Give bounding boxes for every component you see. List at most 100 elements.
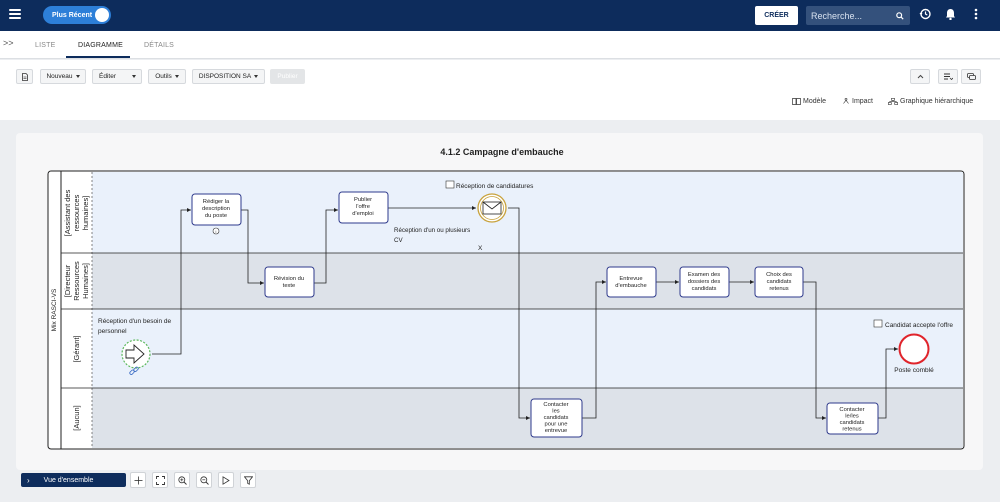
move-button[interactable]	[130, 472, 146, 488]
overview-button[interactable]: › Vue d'ensemble	[21, 473, 126, 487]
disposition-dropdown[interactable]: DISPOSITION SA	[192, 69, 265, 84]
tab-details[interactable]: DÉTAILS	[144, 42, 175, 49]
filter-icon	[243, 475, 253, 485]
expand-panel-icon[interactable]: >>	[3, 38, 14, 48]
comments-icon	[966, 72, 976, 80]
graphique-link[interactable]: Graphique hiérarchique	[888, 98, 973, 105]
tab-liste[interactable]: LISTE	[35, 42, 56, 49]
outils-dropdown[interactable]: Outils	[148, 69, 186, 84]
zoom-in-button[interactable]	[174, 472, 190, 488]
bell-icon[interactable]	[945, 8, 956, 20]
search-icon[interactable]	[896, 12, 904, 20]
create-button[interactable]: CRÉER	[755, 6, 798, 25]
lane-label-assistant: [Assistant desressourceshumaines]	[63, 189, 90, 236]
overview-label: Vue d'ensemble	[43, 476, 94, 484]
hierarchy-icon	[888, 98, 898, 105]
annotation-icon	[445, 180, 455, 189]
comments-button[interactable]	[961, 69, 981, 84]
editer-label: Éditer	[99, 73, 116, 80]
impact-link[interactable]: Impact	[842, 98, 873, 105]
fit-screen-button[interactable]	[152, 472, 168, 488]
link-icon[interactable]	[129, 366, 139, 375]
collapse-button[interactable]	[910, 69, 930, 84]
nouveau-dropdown[interactable]: Nouveau	[40, 69, 86, 84]
history-icon[interactable]	[919, 8, 931, 20]
lane-label-gerant: [Gérant]	[72, 335, 81, 362]
editer-dropdown[interactable]: Éditer	[92, 69, 142, 84]
search-input[interactable]	[806, 6, 910, 25]
end-event-label: Poste comblé	[894, 367, 934, 374]
chevron-right-icon: ›	[27, 475, 30, 485]
end-annotation: Candidat accepte l'offre	[873, 319, 953, 329]
chevron-down-icon	[254, 75, 259, 78]
menu-icon[interactable]	[9, 9, 21, 21]
annotation-icon	[873, 319, 883, 328]
end-annotation-label: Candidat accepte l'offre	[885, 322, 953, 329]
play-button[interactable]	[218, 472, 234, 488]
recent-toggle-label: Plus Récent	[52, 11, 93, 19]
nouveau-label: Nouveau	[46, 73, 73, 80]
diagram-canvas[interactable]: 4.1.2 Campagne d'embauche Mix RASCI-VS […	[16, 133, 983, 470]
sequence-flows	[152, 206, 898, 420]
svg-text:i: i	[216, 229, 217, 234]
book-icon	[792, 98, 801, 105]
start-event[interactable]	[121, 339, 151, 369]
chevron-up-icon	[917, 74, 923, 79]
document-button[interactable]	[16, 69, 33, 84]
chevron-down-icon	[131, 75, 136, 78]
pool-label: Mix RASCI-VS	[51, 288, 58, 331]
message-event[interactable]	[477, 193, 507, 223]
list-filter-button[interactable]	[938, 69, 958, 84]
lane-label-directeur: [DirecteurRessourcesHumaines]	[63, 261, 90, 301]
zoom-in-icon	[177, 475, 187, 485]
reception-annotation: Réception de candidatures	[445, 180, 534, 190]
lane-label-aucun: [Aucun]	[72, 405, 81, 430]
impact-label: Impact	[852, 98, 874, 105]
chevron-down-icon	[174, 75, 179, 78]
outils-label: Outils	[155, 73, 172, 80]
fullscreen-icon	[155, 475, 165, 485]
bottom-bar	[0, 470, 1000, 502]
search-box[interactable]	[806, 6, 910, 25]
publier-button[interactable]: Publier	[270, 69, 305, 84]
toggle-knob	[95, 8, 109, 22]
tab-bar: >> LISTE DIAGRAMME DÉTAILS	[0, 31, 1000, 59]
end-event[interactable]	[898, 333, 930, 365]
tree-icon	[843, 98, 849, 104]
modele-label: Modèle	[803, 98, 826, 105]
move-icon	[134, 476, 142, 484]
tab-diagramme[interactable]: DIAGRAMME	[78, 42, 123, 49]
toolbar: Nouveau Éditer Outils DISPOSITION SA Pub…	[0, 60, 1000, 120]
disposition-label: DISPOSITION SA	[198, 73, 252, 80]
filter-button[interactable]	[240, 472, 256, 488]
active-tab-indicator	[66, 56, 130, 58]
reception-label: Réception de candidatures	[456, 183, 534, 190]
zoom-out-icon	[199, 475, 209, 485]
diagram-title: 4.1.2 Campagne d'embauche	[440, 147, 563, 157]
bpmn-diagram: 4.1.2 Campagne d'embauche Mix RASCI-VS […	[47, 147, 965, 450]
document-icon	[21, 72, 28, 81]
lane-bg-gerant	[92, 309, 963, 388]
more-vert-icon[interactable]	[974, 8, 978, 20]
zoom-out-button[interactable]	[196, 472, 212, 488]
modele-link[interactable]: Modèle	[792, 98, 826, 105]
play-icon	[222, 475, 230, 485]
recent-toggle[interactable]: Plus Récent	[43, 6, 111, 24]
